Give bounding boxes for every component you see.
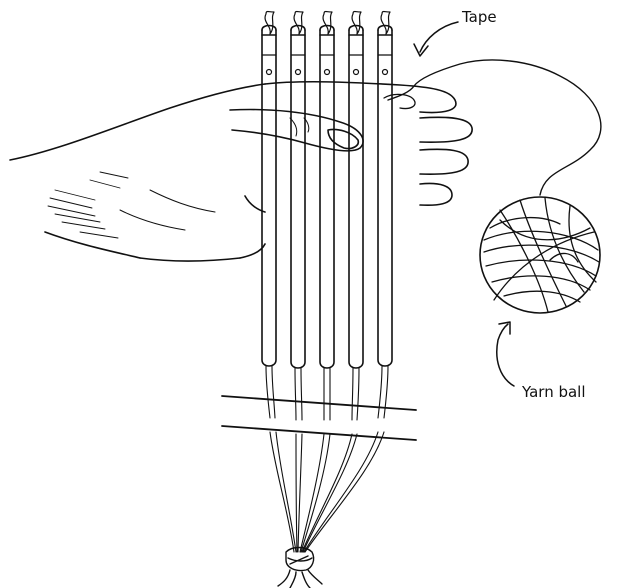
yarn-ball-label: Yarn ball: [522, 383, 586, 401]
stick-2: [291, 12, 305, 369]
yarn-ball: [480, 197, 600, 313]
stick-holes: [267, 70, 388, 75]
weft-bar-bottom: [222, 426, 416, 440]
yarn-loop: [384, 94, 415, 108]
stick-3: [320, 12, 334, 369]
tape-arrow: [420, 22, 458, 52]
stick-5: [378, 12, 392, 367]
yarn-arrow: [497, 324, 514, 386]
warp-threads: [266, 366, 388, 552]
stick-4: [349, 12, 363, 369]
weft-bar-top: [222, 396, 416, 410]
tape-label: Tape: [462, 8, 497, 26]
stick-1: [262, 12, 276, 367]
tassel-knot: [278, 548, 322, 588]
